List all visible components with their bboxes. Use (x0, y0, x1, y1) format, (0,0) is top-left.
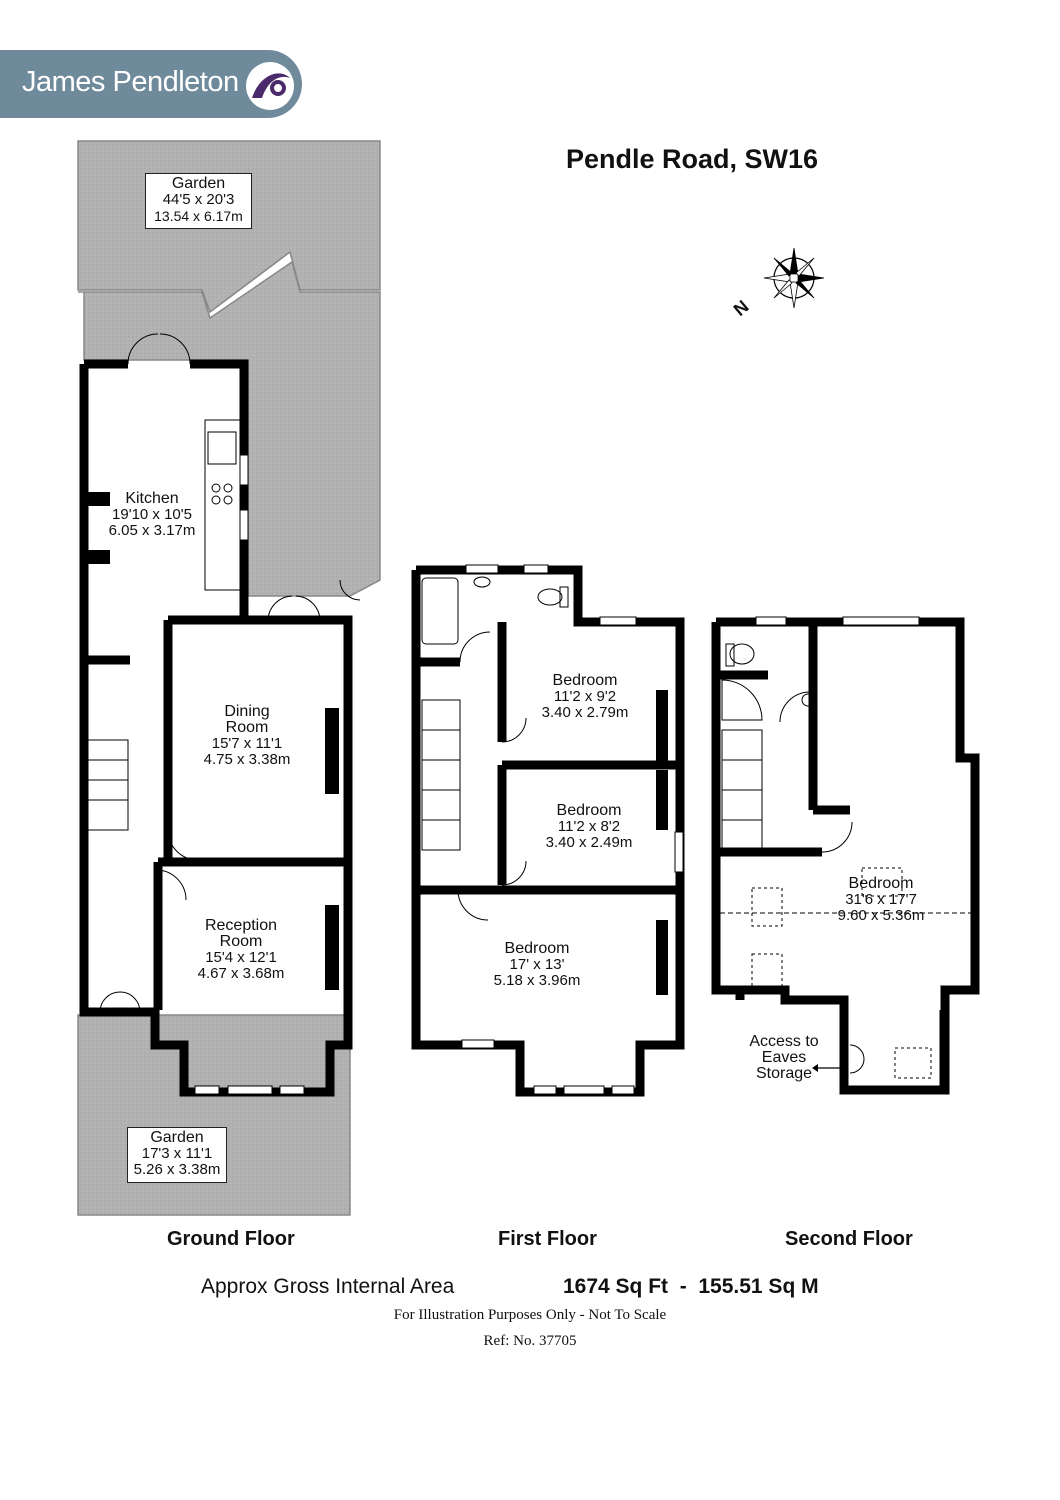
bedroom-2-dim-metric: 3.40 x 2.49m (545, 834, 633, 851)
kitchen-dim-metric: 6.05 x 3.17m (108, 522, 196, 539)
rear-garden-name: Garden (171, 175, 226, 192)
bedroom-3-label: Bedroom 17' x 13' 5.18 x 3.96m (472, 941, 602, 989)
eaves-storage-label: Access to Eaves Storage (740, 1034, 828, 1082)
ground-floor-fixtures (87, 333, 361, 1013)
bedroom-4-name: Bedroom (848, 875, 914, 892)
reception-room-label: Reception Room 15'4 x 12'1 4.67 x 3.68m (176, 918, 306, 982)
area-label: Approx Gross Internal Area (201, 1275, 455, 1298)
reception-room-name-2: Room (219, 933, 263, 950)
compass-rose-icon (763, 247, 825, 309)
area-value: 1674 Sq Ft - 155.51 Sq M (563, 1275, 819, 1298)
bedroom-1-dim-imperial: 11'2 x 9'2 (553, 688, 617, 705)
property-title: Pendle Road, SW16 (566, 144, 819, 174)
bedroom-3-dim-metric: 5.18 x 3.96m (493, 972, 581, 989)
kitchen-label: Kitchen 19'10 x 10'5 6.05 x 3.17m (92, 491, 212, 539)
bedroom-1-dim-metric: 3.40 x 2.79m (541, 704, 629, 721)
reception-room-dim-imperial: 15'4 x 12'1 (205, 949, 277, 966)
bedroom-3-name: Bedroom (504, 940, 570, 957)
ground-floor-walls (79, 359, 353, 1097)
brand-logo: James Pendleton (0, 50, 302, 118)
first-floor-fixtures (421, 576, 569, 921)
kitchen-dim-imperial: 19'10 x 10'5 (112, 506, 192, 523)
front-garden-area (77, 1014, 351, 1216)
rear-garden-label: Garden 44'5 x 20'3 13.54 x 6.17m (145, 173, 252, 229)
dining-room-name-2: Room (225, 719, 269, 736)
bedroom-2-dim-imperial: 11'2 x 8'2 (557, 818, 621, 835)
bedroom-1-label: Bedroom 11'2 x 9'2 3.40 x 2.79m (520, 673, 650, 721)
front-garden-label: Garden 17'3 x 11'1 5.26 x 3.38m (127, 1127, 227, 1183)
eaves-line-2: Eaves (761, 1049, 807, 1066)
eaves-line-3: Storage (755, 1065, 813, 1082)
reception-room-name-1: Reception (204, 917, 278, 934)
front-garden-dim-metric: 5.26 x 3.38m (133, 1161, 221, 1178)
bedroom-4-label: Bedroom 31'6 x 17'7 9.60 x 5.36m (816, 876, 946, 924)
rear-garden-dim-metric: 13.54 x 6.17m (154, 208, 243, 224)
reception-room-dim-metric: 4.67 x 3.68m (197, 965, 285, 982)
brand-name: James Pendleton (22, 66, 239, 98)
bedroom-2-name: Bedroom (556, 802, 622, 819)
dining-room-name-1: Dining (224, 703, 270, 720)
bedroom-1-name: Bedroom (552, 672, 618, 689)
bedroom-4-dim-imperial: 31'6 x 17'7 (845, 891, 917, 908)
dining-room-label: Dining Room 15'7 x 11'1 4.75 x 3.38m (182, 704, 312, 768)
front-garden-name: Garden (150, 1129, 204, 1146)
front-garden-dim-imperial: 17'3 x 11'1 (141, 1145, 213, 1162)
eaves-line-1: Access to (749, 1033, 819, 1050)
second-floor-fixtures (720, 643, 972, 1079)
rear-garden-dim-imperial: 44'5 x 20'3 (162, 191, 235, 208)
dining-room-dim-imperial: 15'7 x 11'1 (211, 735, 283, 752)
second-floor-walls (711, 617, 980, 1095)
bedroom-2-label: Bedroom 11'2 x 8'2 3.40 x 2.49m (524, 803, 654, 851)
ground-floor-caption: Ground Floor (167, 1228, 295, 1250)
first-floor-caption: First Floor (498, 1228, 597, 1250)
bedroom-4-dim-metric: 9.60 x 5.36m (837, 907, 925, 924)
swirl-logo-icon (246, 62, 294, 110)
dining-room-dim-metric: 4.75 x 3.38m (203, 751, 291, 768)
kitchen-name: Kitchen (125, 490, 179, 507)
bedroom-3-dim-imperial: 17' x 13' (509, 956, 565, 973)
reference-number: Ref: No. 37705 (483, 1333, 577, 1349)
second-floor-caption: Second Floor (785, 1228, 913, 1250)
disclaimer: For Illustration Purposes Only - Not To … (393, 1307, 667, 1323)
